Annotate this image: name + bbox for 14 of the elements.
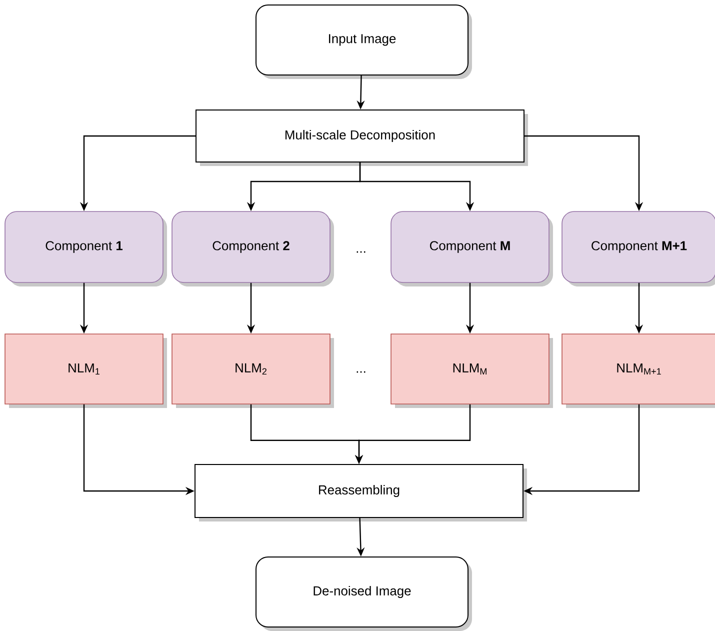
component-box: Component 2: [172, 211, 334, 286]
process-box: Reassembling: [194, 464, 527, 522]
component-box: Component M+1: [562, 211, 715, 286]
ellipsis: ...: [356, 371, 366, 373]
ellipsis: ...: [356, 251, 366, 253]
filter-box: NLM$_{M}$: [390, 334, 553, 408]
component-box: Component 1: [4, 211, 167, 286]
process-box: Multi-scale Decomposition: [196, 110, 528, 166]
terminal-box: De-noised Image: [256, 556, 472, 631]
filter-box: NLM$_{2}$: [172, 334, 334, 408]
filter-box: NLM$_{M+1}$: [562, 334, 715, 408]
filter-box: NLM$_{1}$: [4, 334, 167, 408]
component-box: Component M: [390, 211, 553, 286]
terminal-box: Input Image: [256, 4, 472, 79]
